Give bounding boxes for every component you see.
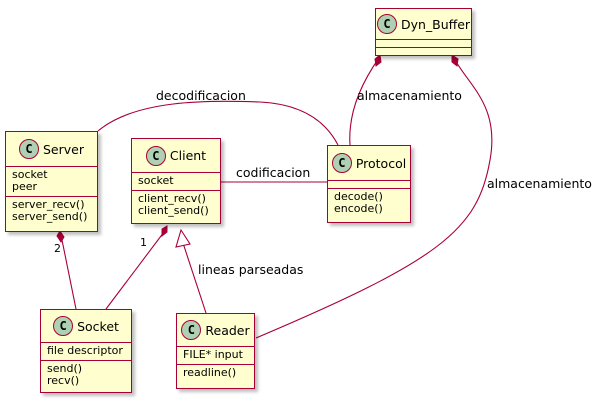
class-server: C Server socket peer server_recv() serve… bbox=[5, 131, 98, 232]
attribute: file descriptor bbox=[47, 344, 123, 357]
methods-section bbox=[376, 47, 471, 55]
method: encode() bbox=[334, 202, 383, 215]
class-name: Socket bbox=[77, 318, 119, 334]
attributes-section: FILE* input bbox=[177, 346, 254, 364]
label-client-protocol: codificacion bbox=[236, 165, 310, 180]
class-stereotype-icon: C bbox=[19, 139, 39, 159]
attribute: FILE* input bbox=[183, 348, 243, 361]
label-dynbuffer-reader: almacenamiento bbox=[487, 176, 592, 191]
attribute: socket bbox=[138, 174, 174, 187]
edge-client-socket bbox=[105, 231, 165, 310]
multiplicity-client-socket: 1 bbox=[140, 236, 147, 249]
method: client_recv() bbox=[138, 192, 206, 205]
edge-dynbuffer-reader bbox=[255, 57, 493, 339]
method: decode() bbox=[334, 190, 383, 203]
class-name: Reader bbox=[205, 322, 250, 338]
multiplicity-server-socket: 2 bbox=[54, 242, 61, 255]
class-stereotype-icon: C bbox=[53, 316, 74, 336]
attributes-section bbox=[376, 39, 471, 47]
class-stereotype-icon: C bbox=[181, 320, 202, 340]
generalization-arrowhead bbox=[175, 228, 191, 248]
class-name: Client bbox=[169, 148, 207, 163]
composition-diamond-server-socket bbox=[56, 230, 65, 243]
class-stereotype-icon: C bbox=[145, 145, 166, 166]
method: client_send() bbox=[138, 204, 209, 217]
attribute: peer bbox=[12, 180, 38, 193]
method: recv() bbox=[47, 374, 80, 387]
class-name: Protocol bbox=[355, 155, 407, 171]
class-name: Dyn_Buffer bbox=[400, 16, 471, 32]
method: server_recv() bbox=[12, 198, 85, 211]
label-server-protocol: decodificacion bbox=[156, 88, 246, 103]
edge-server-protocol bbox=[97, 100, 339, 146]
composition-diamond-dynbuffer-protocol bbox=[374, 54, 382, 67]
method: server_send() bbox=[12, 210, 88, 223]
class-reader: C Reader FILE* input readline() bbox=[176, 313, 255, 389]
class-name: Server bbox=[43, 141, 84, 157]
label-dynbuffer-protocol: almacenamiento bbox=[357, 88, 462, 103]
method: readline() bbox=[183, 366, 237, 379]
methods-section: server_recv() server_send() bbox=[6, 196, 97, 226]
class-client: C Client socket client_recv() client_sen… bbox=[131, 138, 221, 224]
composition-diamond-dynbuffer-reader bbox=[451, 54, 459, 67]
attributes-section: socket bbox=[132, 172, 220, 190]
class-stereotype-icon: C bbox=[376, 14, 397, 34]
method: send() bbox=[47, 362, 83, 375]
composition-diamond-client-socket bbox=[161, 225, 168, 238]
methods-section: decode() encode() bbox=[328, 188, 410, 218]
class-dyn-buffer: C Dyn_Buffer bbox=[375, 8, 472, 56]
class-socket: C Socket file descriptor send() recv() bbox=[40, 309, 132, 393]
methods-section: client_recv() client_send() bbox=[132, 190, 220, 220]
attributes-section bbox=[328, 180, 410, 188]
edge-reader-client bbox=[182, 242, 207, 314]
attributes-section: socket peer bbox=[6, 166, 97, 196]
edge-dynbuffer-protocol bbox=[349, 57, 380, 146]
attribute: socket bbox=[12, 168, 48, 181]
edge-server-socket bbox=[61, 239, 77, 310]
label-client-reader: lineas parseadas bbox=[198, 262, 303, 277]
methods-section: readline() bbox=[177, 364, 254, 382]
methods-section: send() recv() bbox=[41, 360, 131, 390]
class-protocol: C Protocol decode() encode() bbox=[327, 145, 411, 223]
class-stereotype-icon: C bbox=[331, 153, 352, 173]
attributes-section: file descriptor bbox=[41, 342, 131, 360]
